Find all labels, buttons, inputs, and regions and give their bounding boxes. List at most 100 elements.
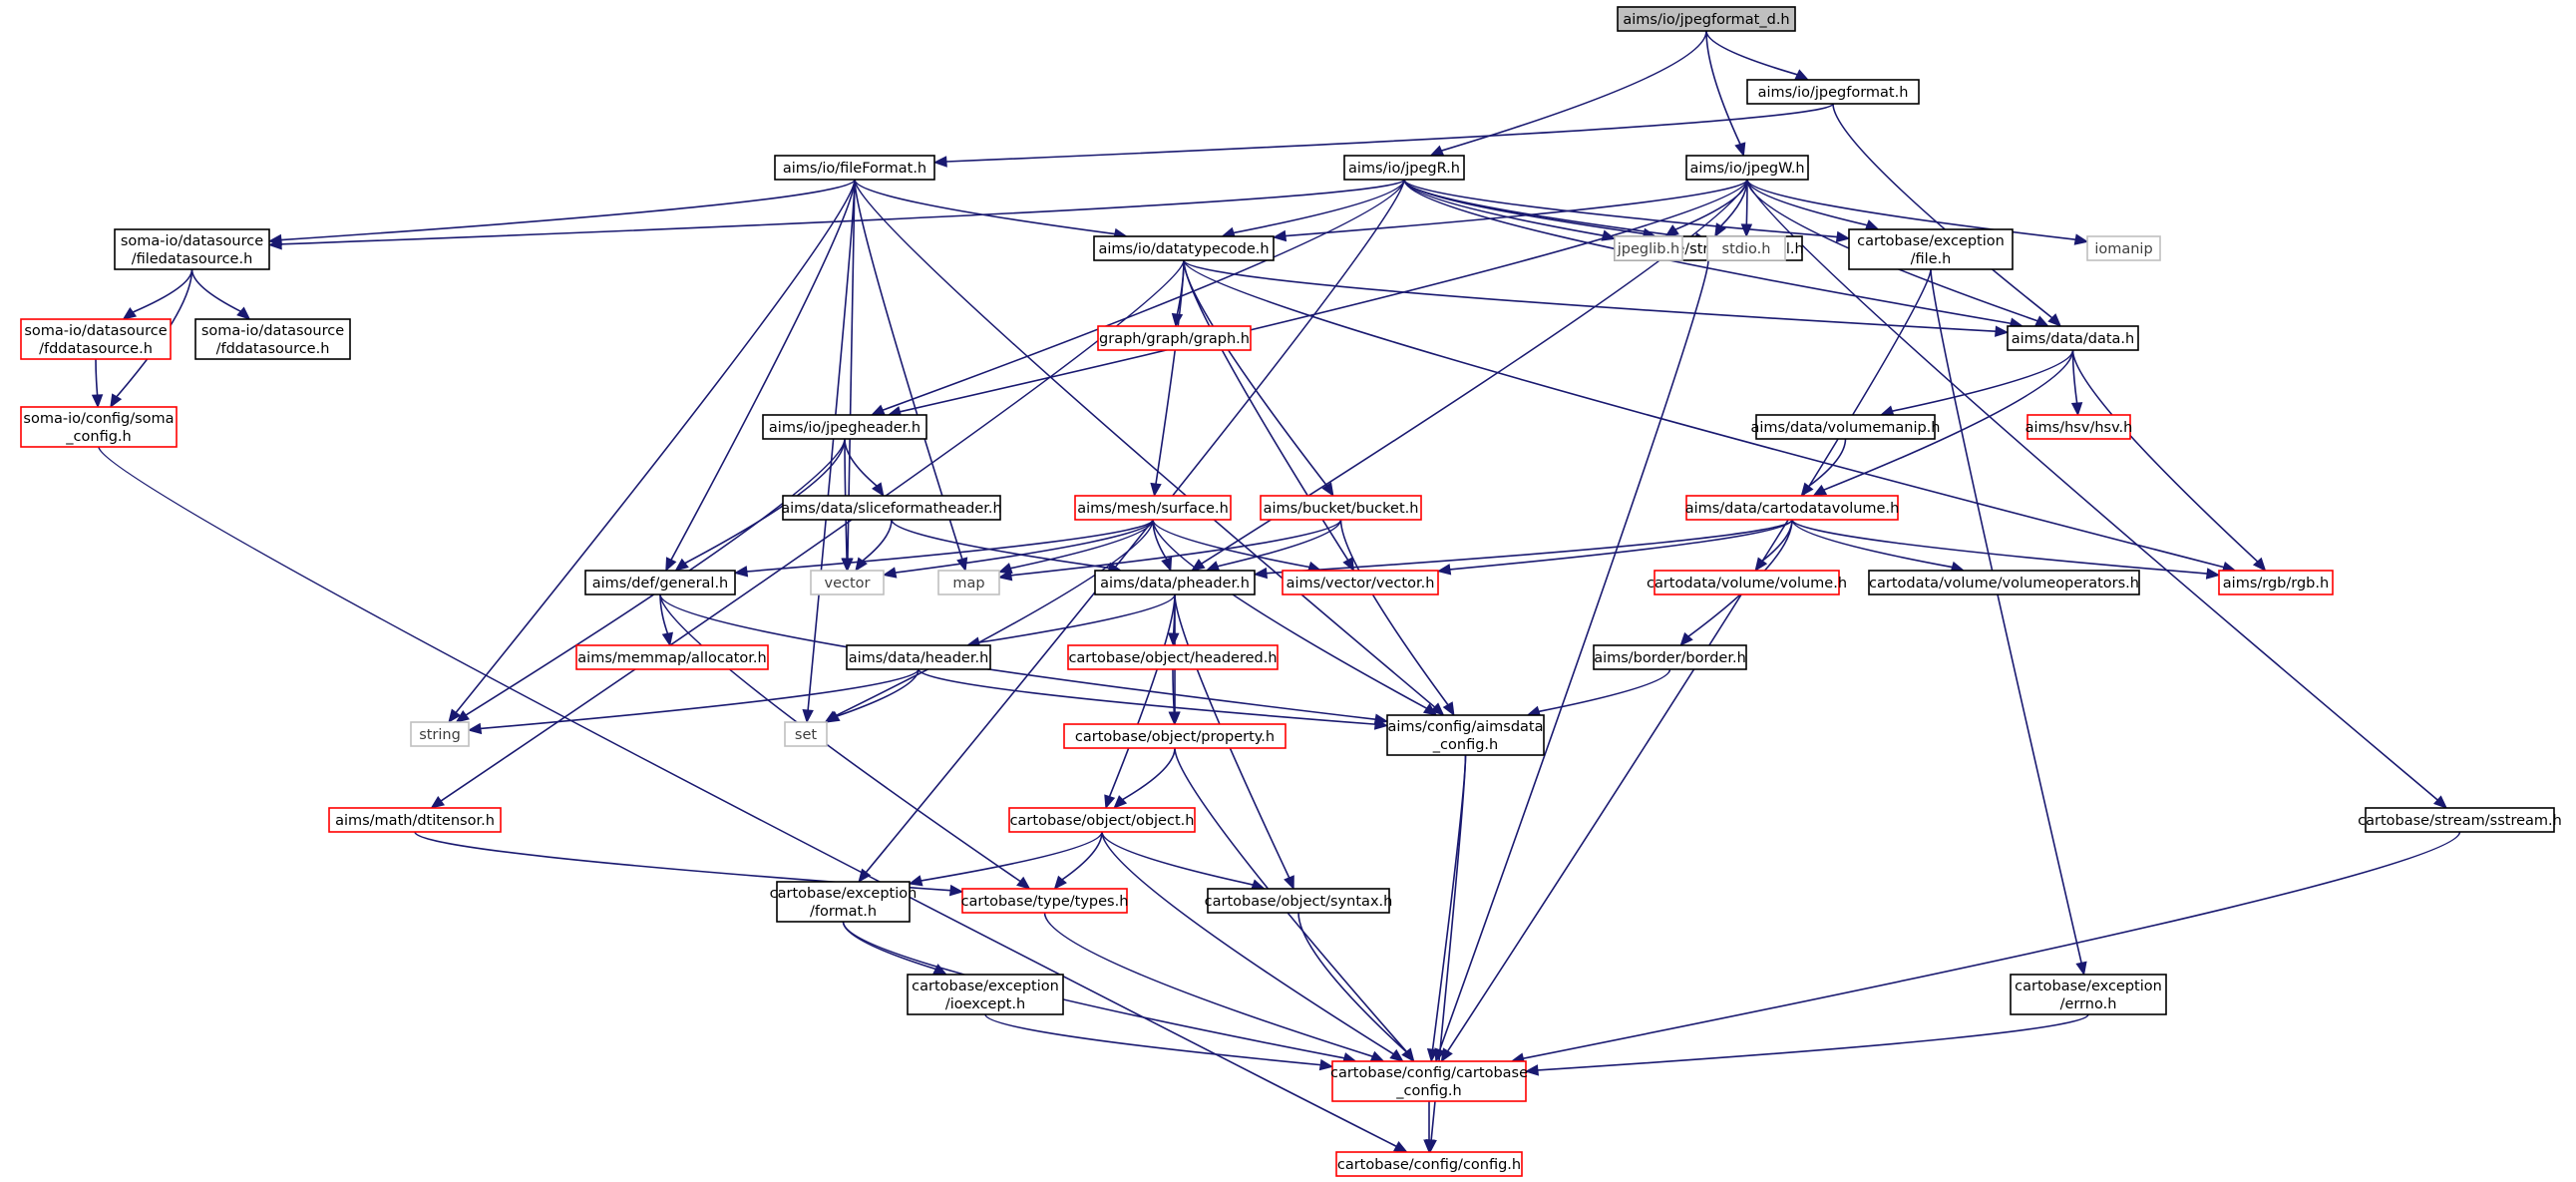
node-property[interactable]: cartobase/object/property.h <box>1063 723 1287 749</box>
edge-line <box>1687 519 1793 637</box>
node-label: aims/data/header.h <box>849 650 989 666</box>
node-map[interactable]: map <box>937 570 1000 595</box>
node-ioexcept[interactable]: cartobase/exception/ioexcept.h <box>907 974 1064 1015</box>
node-jpegformat[interactable]: aims/io/jpegformat.h <box>1746 79 1920 105</box>
node-label: aims/config/aimsdata <box>1388 719 1544 735</box>
edge-surface-to-general <box>733 519 1154 578</box>
node-box <box>2007 325 2139 351</box>
node-label: /ioexcept.h <box>945 996 1025 1012</box>
node-jpegheader[interactable]: aims/io/jpegheader.h <box>762 414 927 440</box>
node-hsv[interactable]: aims/hsv/hsv.h <box>2025 414 2133 440</box>
node-header[interactable]: aims/data/header.h <box>846 644 991 670</box>
node-config[interactable]: cartobase/config/config.h <box>1335 1151 1523 1177</box>
node-sliceformat[interactable]: aims/data/sliceformatheader.h <box>781 495 1002 521</box>
edge-line <box>455 179 856 713</box>
edge-line <box>190 268 241 312</box>
node-fdds_red[interactable]: soma-io/datasource/fddatasource.h <box>20 318 172 360</box>
edge-line <box>116 268 193 398</box>
edge-jpegheader-to-vector <box>841 438 853 573</box>
node-exfile[interactable]: cartobase/exception/file.h <box>1848 228 2014 270</box>
edge-line <box>807 179 856 711</box>
node-dtitensor[interactable]: aims/math/dtitensor.h <box>328 807 502 833</box>
edge-line <box>1808 438 1847 488</box>
node-volume[interactable]: cartodata/volume/volume.h <box>1647 570 1847 595</box>
node-sstream[interactable]: cartobase/stream/sstream.h <box>2358 807 2562 833</box>
node-label: cartobase/exception <box>2015 979 2162 994</box>
node-box <box>1063 723 1287 749</box>
edge-aimsdataconfig-to-cartobaseconfig <box>1426 754 1467 1063</box>
node-jpeglib[interactable]: jpeglib.h <box>1614 235 1683 261</box>
node-types[interactable]: cartobase/type/types.h <box>961 888 1129 914</box>
node-border[interactable]: aims/border/border.h <box>1593 644 1747 670</box>
node-object[interactable]: cartobase/object/object.h <box>1008 807 1196 833</box>
node-rgb[interactable]: aims/rgb/rgb.h <box>2218 570 2334 595</box>
edge-line <box>900 179 1748 413</box>
edge-jpegR-to-exfile <box>1403 179 1851 243</box>
node-vector[interactable]: vector <box>810 570 885 595</box>
node-fdds_blk[interactable]: soma-io/datasource/fddatasource.h <box>194 318 351 360</box>
node-label: cartobase/exception <box>1857 233 2005 249</box>
node-box <box>2010 974 2167 1015</box>
edge-line <box>1183 259 1997 333</box>
node-box <box>1067 644 1279 670</box>
node-headered[interactable]: cartobase/object/headered.h <box>1067 644 1279 670</box>
arrowhead-icon <box>467 722 483 735</box>
edge-line <box>98 446 1397 1148</box>
edge-line <box>2071 349 2259 563</box>
edge-line <box>1791 519 2208 575</box>
edge-volumemanip-to-cartodatavolume <box>1800 438 1847 498</box>
node-general[interactable]: aims/def/general.h <box>584 570 736 595</box>
edge-fileFormat-to-string <box>448 179 856 724</box>
node-label: aims/def/general.h <box>592 576 729 591</box>
arrowhead-icon <box>661 631 674 647</box>
edge-cartobaseconfig-to-config <box>1423 1101 1435 1154</box>
edge-line <box>836 668 920 717</box>
edge-line <box>1152 519 1310 569</box>
node-box <box>1074 495 1232 521</box>
node-jpegW[interactable]: aims/io/jpegW.h <box>1685 155 1809 181</box>
node-cartodatavolume[interactable]: aims/data/cartodatavolume.h <box>1685 495 1900 521</box>
edge-line <box>978 593 1176 643</box>
node-allocator[interactable]: aims/memmap/allocator.h <box>575 644 769 670</box>
node-string[interactable]: string <box>410 721 470 747</box>
node-datatypecode[interactable]: aims/io/datatypecode.h <box>1093 235 1275 261</box>
edge-line <box>1930 268 2082 964</box>
node-iomanip[interactable]: iomanip <box>2086 235 2161 261</box>
node-syntax[interactable]: cartobase/object/syntax.h <box>1205 888 1393 914</box>
node-set[interactable]: set <box>784 721 828 747</box>
node-label: stdio.h <box>1722 241 1771 257</box>
edge-line <box>1892 349 2074 412</box>
arrowhead-icon <box>1422 703 1438 716</box>
node-label: cartobase/exception <box>912 979 1059 994</box>
node-root[interactable]: aims/io/jpegformat_d.h <box>1617 6 1796 32</box>
node-stdio[interactable]: stdio.h <box>1706 235 1786 261</box>
node-box <box>1755 414 1936 440</box>
node-box <box>1331 1060 1527 1102</box>
node-volumemanip[interactable]: aims/data/volumemanip.h <box>1751 414 1941 440</box>
node-volops[interactable]: cartodata/volume/volumeoperators.h <box>1868 570 2140 595</box>
node-exformat[interactable]: cartobase/exception/format.h <box>770 881 918 923</box>
node-data[interactable]: aims/data/data.h <box>2007 325 2139 351</box>
node-graph[interactable]: graph/graph/graph.h <box>1097 325 1252 351</box>
arrowhead-icon <box>1318 1058 1334 1071</box>
edge-line <box>1674 179 1748 230</box>
edge-fileFormat-to-aimsdataconfig <box>854 179 1445 716</box>
node-surface[interactable]: aims/mesh/surface.h <box>1074 495 1232 521</box>
dependency-edges <box>91 30 2461 1154</box>
node-vecvec[interactable]: aims/vector/vector.h <box>1282 570 1439 595</box>
node-somaconfig[interactable]: soma-io/config/soma_config.h <box>20 406 178 448</box>
node-fileFormat[interactable]: aims/io/fileFormat.h <box>774 155 935 181</box>
node-cartobaseconfig[interactable]: cartobase/config/cartobase_config.h <box>1330 1060 1528 1102</box>
arrowhead-icon <box>448 708 462 724</box>
edge-bucket-to-aimsdataconfig <box>1339 519 1455 717</box>
node-aimsdataconfig[interactable]: aims/config/aimsdata_config.h <box>1386 714 1545 756</box>
node-errno[interactable]: cartobase/exception/errno.h <box>2010 974 2167 1015</box>
node-jpegR[interactable]: aims/io/jpegR.h <box>1343 155 1465 181</box>
arrowhead-icon <box>674 558 689 572</box>
node-bucket[interactable]: aims/bucket/bucket.h <box>1260 495 1422 521</box>
node-filedatasource[interactable]: soma-io/datasource/filedatasource.h <box>114 228 270 270</box>
node-box <box>762 414 927 440</box>
arrowhead-icon <box>855 557 868 573</box>
node-pheader[interactable]: aims/data/pheader.h <box>1094 570 1256 595</box>
edge-line <box>659 593 1021 883</box>
